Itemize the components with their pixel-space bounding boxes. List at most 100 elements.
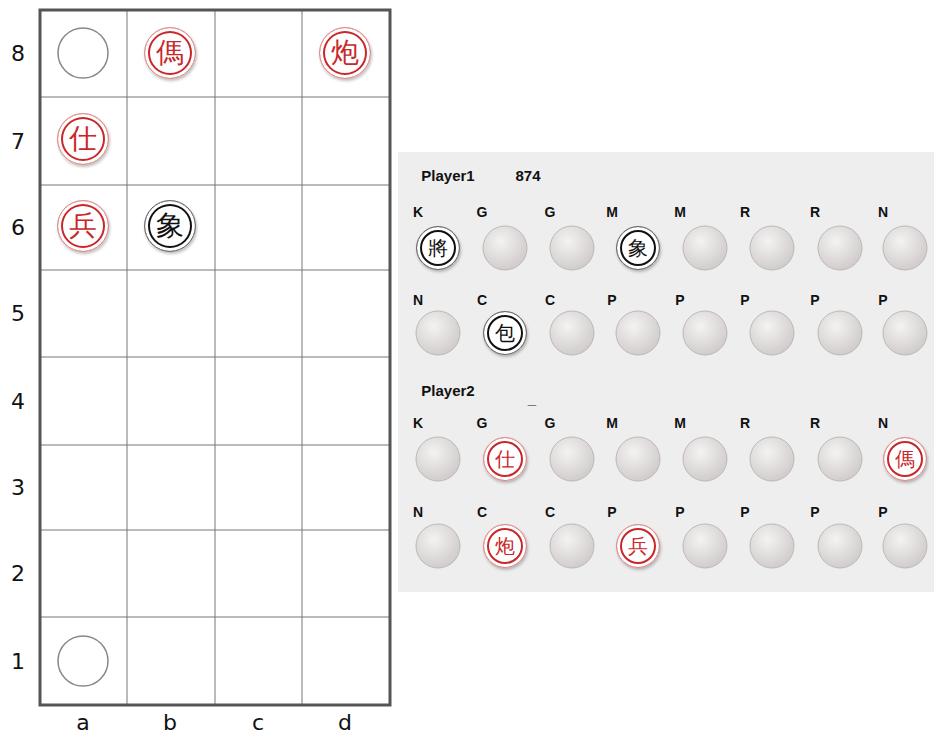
empty-slot	[683, 311, 727, 355]
xiangqi-piece: 兵	[57, 200, 109, 252]
piece-type-letter: R	[810, 204, 820, 220]
player-name: Player2	[421, 382, 474, 399]
empty-slot	[550, 311, 594, 355]
piece-type-letter: N	[878, 415, 888, 431]
empty-slot	[818, 524, 862, 568]
piece-type-letter: C	[545, 292, 555, 308]
file-letter: a	[76, 710, 89, 734]
empty-slot	[683, 437, 727, 481]
piece-type-letter: P	[607, 292, 616, 308]
piece-type-letter: N	[413, 504, 423, 520]
xiangqi-piece: 仕	[483, 437, 527, 481]
empty-slot	[616, 437, 660, 481]
player-score: _	[528, 390, 536, 407]
piece-glyph: 象	[628, 238, 648, 258]
xiangqi-piece: 傌	[144, 27, 196, 79]
piece-glyph: 炮	[331, 39, 359, 67]
file-letter: b	[163, 710, 177, 734]
piece-type-letter: C	[477, 292, 487, 308]
piece-type-letter: P	[810, 504, 819, 520]
empty-slot	[818, 311, 862, 355]
empty-slot	[750, 524, 794, 568]
piece-glyph: 仕	[495, 449, 515, 469]
piece-type-letter: N	[413, 292, 423, 308]
xiangqi-piece: 炮	[483, 524, 527, 568]
piece-glyph: 兵	[628, 536, 648, 556]
piece-glyph: 包	[495, 323, 515, 343]
piece-glyph: 炮	[495, 536, 515, 556]
empty-slot	[750, 226, 794, 270]
piece-type-letter: P	[878, 292, 887, 308]
board-border	[40, 10, 390, 705]
xiangqi-piece: 炮	[319, 27, 371, 79]
empty-square-marker	[58, 28, 108, 78]
player-name: Player1	[421, 167, 474, 184]
rank-number: 8	[11, 41, 25, 66]
empty-slot	[883, 524, 927, 568]
board-grid	[40, 10, 390, 705]
xiangqi-piece: 兵	[616, 524, 660, 568]
rank-number: 2	[11, 561, 25, 586]
xiangqi-piece: 包	[483, 311, 527, 355]
xiangqi-piece: 傌	[883, 437, 927, 481]
rank-number: 5	[11, 301, 25, 326]
piece-type-letter: K	[413, 415, 423, 431]
piece-type-letter: P	[740, 504, 749, 520]
empty-slot	[416, 311, 460, 355]
empty-slot	[616, 311, 660, 355]
xiangqi-piece: 將	[416, 226, 460, 270]
empty-slot	[818, 226, 862, 270]
piece-type-letter: P	[675, 504, 684, 520]
rank-number: 3	[11, 475, 25, 500]
piece-type-letter: K	[413, 204, 423, 220]
piece-glyph: 將	[428, 238, 448, 258]
piece-type-letter: C	[545, 504, 555, 520]
xiangqi-piece: 仕	[57, 113, 109, 165]
piece-type-letter: M	[674, 204, 686, 220]
piece-type-letter: M	[674, 415, 686, 431]
empty-slot	[416, 437, 460, 481]
piece-type-letter: R	[810, 415, 820, 431]
empty-slot	[416, 524, 460, 568]
piece-type-letter: M	[606, 415, 618, 431]
captured-slots	[416, 226, 927, 568]
empty-slot	[883, 311, 927, 355]
piece-glyph: 兵	[69, 212, 97, 240]
empty-slot	[683, 524, 727, 568]
piece-type-letter: P	[740, 292, 749, 308]
empty-slot	[550, 226, 594, 270]
piece-type-letter: G	[477, 415, 488, 431]
piece-glyph: 傌	[156, 39, 184, 67]
rank-number: 6	[11, 215, 25, 240]
file-letter: d	[338, 710, 352, 734]
piece-type-letter: G	[477, 204, 488, 220]
file-letter: c	[252, 710, 264, 734]
rank-number: 1	[11, 649, 25, 674]
empty-slot	[550, 524, 594, 568]
piece-type-letter: M	[606, 204, 618, 220]
piece-glyph: 傌	[895, 449, 915, 469]
piece-type-letter: C	[477, 504, 487, 520]
empty-square-marker	[58, 636, 108, 686]
empty-slot	[883, 226, 927, 270]
piece-type-letter: R	[740, 415, 750, 431]
piece-type-letter: P	[878, 504, 887, 520]
rank-number: 4	[11, 389, 25, 414]
piece-type-letter: P	[810, 292, 819, 308]
empty-slot	[683, 226, 727, 270]
piece-type-letter: R	[740, 204, 750, 220]
piece-type-letter: P	[675, 292, 684, 308]
piece-glyph: 象	[156, 212, 184, 240]
player-panel	[398, 152, 934, 592]
piece-type-letter: N	[878, 204, 888, 220]
piece-glyph: 仕	[69, 125, 97, 153]
empty-slot	[750, 311, 794, 355]
rank-number: 7	[11, 129, 25, 154]
xiangqi-piece: 象	[144, 200, 196, 252]
empty-slot	[483, 226, 527, 270]
piece-type-letter: P	[607, 504, 616, 520]
empty-slot	[818, 437, 862, 481]
empty-slot	[750, 437, 794, 481]
player-score: 874	[515, 167, 540, 184]
